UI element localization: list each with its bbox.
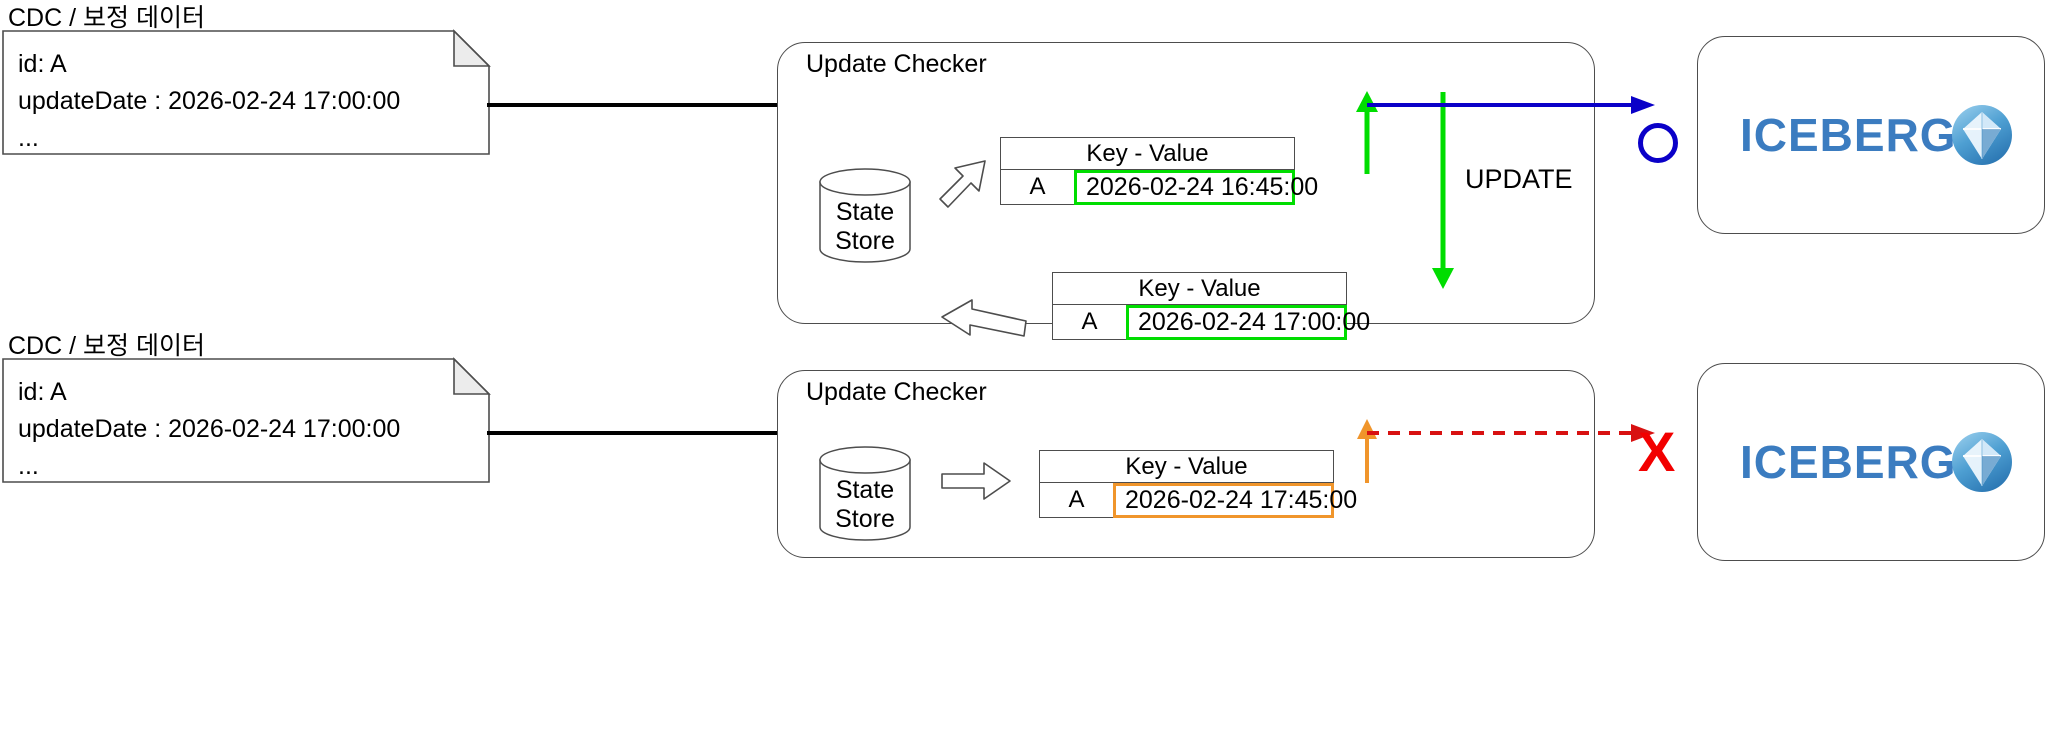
checker-to-iceberg-arrow-row1 (1367, 96, 1655, 114)
kv-header-label: Key - Value (1138, 274, 1261, 302)
database-cylinder-icon (819, 446, 911, 541)
iceberg-diamond-icon (1951, 105, 2012, 165)
kv-key-cell: A (1039, 483, 1114, 518)
document-line-3: ... (18, 124, 39, 152)
state-store-read-arrow-row1 (939, 160, 986, 208)
document-shape-icon (2, 357, 491, 483)
iceberg-logo-row2: ICEBERG (1740, 431, 2013, 493)
kv-value-cell: 2026-02-24 16:45:00 (1074, 170, 1318, 205)
document-line-2: updateDate : 2026-02-24 17:00:00 (18, 87, 401, 115)
kv-table-old-row1: Key - Value A 2026-02-24 16:45:00 (1000, 137, 1318, 205)
state-store-row2: State Store (818, 446, 912, 541)
update-checker-title-row2: Update Checker (806, 378, 987, 406)
kv-key-cell: A (1000, 170, 1075, 205)
iceberg-diamond-icon (1951, 432, 2012, 492)
cdc-caption-row2: CDC / 보정 데이터 (8, 332, 205, 360)
iceberg-logo-row1: ICEBERG (1740, 104, 2013, 166)
state-store-read-arrow-row2 (941, 462, 1011, 500)
document-line-2: updateDate : 2026-02-24 17:00:00 (18, 415, 401, 443)
kv-table-row2: Key - Value A 2026-02-24 17:45:00 (1039, 450, 1357, 518)
table-row: A 2026-02-24 17:45:00 (1039, 483, 1357, 518)
status-fail-x-row2: X (1638, 420, 1676, 483)
status-ok-circle-row1 (1638, 123, 1678, 163)
update-checker-title-row1: Update Checker (806, 50, 987, 78)
document-line-1: id: A (18, 378, 67, 406)
kv-key-cell: A (1052, 305, 1127, 340)
cdc-document-row2: id: A updateDate : 2026-02-24 17:00:00 .… (2, 357, 492, 483)
update-label-row1: UPDATE (1465, 164, 1573, 194)
kv-header-label: Key - Value (1086, 139, 1209, 167)
document-line-1: id: A (18, 50, 67, 78)
update-down-arrow-row1 (1432, 92, 1454, 289)
state-store-row1: State Store (818, 168, 912, 263)
iceberg-wordmark: ICEBERG (1740, 109, 1957, 161)
kv-table-new-row1: Key - Value A 2026-02-24 17:00:00 (1052, 272, 1370, 340)
table-row: A 2026-02-24 16:45:00 (1000, 170, 1318, 205)
kv-table-header-row1a: Key - Value (1000, 137, 1295, 170)
cdc-caption-row1: CDC / 보정 데이터 (8, 4, 205, 32)
kv-header-label: Key - Value (1125, 452, 1248, 480)
table-row: A 2026-02-24 17:00:00 (1052, 305, 1370, 340)
kv-table-header-row2: Key - Value (1039, 450, 1334, 483)
kv-value-cell: 2026-02-24 17:45:00 (1113, 483, 1357, 518)
database-cylinder-icon (819, 168, 911, 263)
document-line-3: ... (18, 452, 39, 480)
checker-to-iceberg-dashed-arrow-row2 (1367, 424, 1655, 442)
cdc-document-row1: id: A updateDate : 2026-02-24 17:00:00 .… (2, 29, 492, 155)
kv-value-cell: 2026-02-24 17:00:00 (1126, 305, 1370, 340)
state-store-write-arrow-row1 (941, 299, 1027, 337)
kv-table-header-row1b: Key - Value (1052, 272, 1347, 305)
document-shape-icon (2, 29, 491, 155)
iceberg-wordmark: ICEBERG (1740, 436, 1957, 488)
